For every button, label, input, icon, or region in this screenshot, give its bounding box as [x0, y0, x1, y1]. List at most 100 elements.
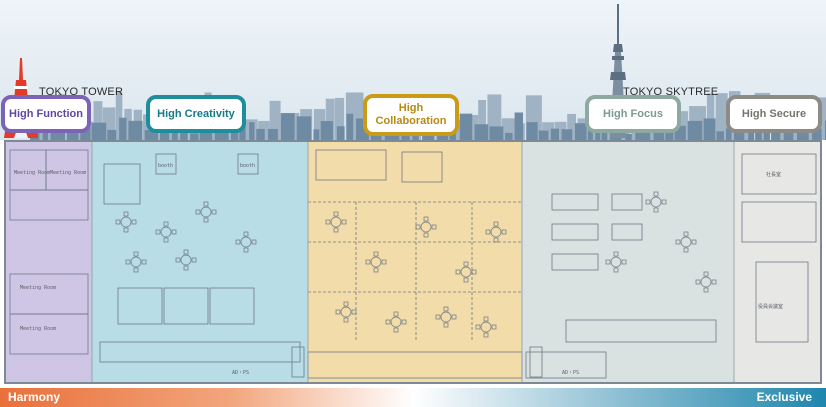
- building: [561, 129, 573, 140]
- furniture-table: [700, 276, 712, 288]
- spectrum-left-label: Harmony: [8, 390, 61, 404]
- furniture-table: [340, 306, 352, 318]
- furniture-table: [240, 236, 252, 248]
- furniture-chair: [443, 322, 449, 328]
- furniture-chair: [661, 199, 667, 205]
- building: [320, 121, 333, 140]
- label-high-collaboration: High Collaboration: [363, 94, 459, 136]
- harmony-exclusive-spectrum: Harmony Exclusive: [0, 388, 826, 407]
- furniture-chair: [613, 251, 619, 257]
- building: [214, 131, 229, 140]
- building: [706, 93, 715, 140]
- furniture-chair: [451, 314, 457, 320]
- furniture-chair: [493, 221, 499, 227]
- label-high-creativity: High Creativity: [146, 95, 246, 133]
- building: [550, 128, 559, 140]
- building: [489, 126, 504, 140]
- furniture-chair: [335, 309, 341, 315]
- furniture-chair: [475, 324, 481, 330]
- building: [256, 128, 265, 140]
- building: [93, 101, 103, 140]
- building: [538, 130, 549, 140]
- furniture-chair: [393, 327, 399, 333]
- furniture-chair: [333, 227, 339, 233]
- furniture-chair: [203, 201, 209, 207]
- shaft-label: AD・PS: [562, 370, 579, 376]
- furniture-chair: [703, 287, 709, 293]
- furniture-chair: [243, 247, 249, 253]
- furniture-chair: [243, 231, 249, 237]
- furniture-chair: [123, 211, 129, 217]
- room-label: 役員会議室: [758, 303, 783, 310]
- building: [748, 126, 755, 140]
- shaft-label: AD・PS: [232, 370, 249, 376]
- furniture-table: [420, 221, 432, 233]
- building: [269, 100, 281, 140]
- furniture-chair: [133, 251, 139, 257]
- furniture-chair: [423, 232, 429, 238]
- furniture-chair: [195, 209, 201, 215]
- room-label: Meeting Room: [20, 326, 56, 332]
- furniture-chair: [251, 239, 257, 245]
- furniture-table: [460, 266, 472, 278]
- building: [80, 127, 91, 140]
- zone-high-function: [6, 142, 92, 382]
- building: [567, 113, 576, 140]
- label-high-secure: High Secure: [726, 95, 822, 133]
- furniture-chair: [423, 216, 429, 222]
- furniture-chair: [501, 229, 507, 235]
- building: [336, 126, 345, 140]
- furniture-table: [180, 254, 192, 266]
- furniture-chair: [683, 247, 689, 253]
- room-label: 社長室: [766, 171, 781, 178]
- building: [334, 97, 345, 140]
- building: [676, 111, 689, 140]
- building: [459, 113, 473, 140]
- furniture-chair: [415, 224, 421, 230]
- furniture-chair: [343, 301, 349, 307]
- furniture-chair: [483, 332, 489, 338]
- furniture-chair: [163, 237, 169, 243]
- furniture-chair: [351, 309, 357, 315]
- furniture-chair: [653, 207, 659, 213]
- building: [574, 123, 587, 140]
- building: [703, 118, 716, 140]
- building: [325, 98, 335, 140]
- furniture-chair: [141, 259, 147, 265]
- building: [144, 130, 158, 140]
- furniture-chair: [333, 211, 339, 217]
- building: [190, 133, 199, 140]
- furniture-table: [390, 316, 402, 328]
- building: [346, 113, 354, 140]
- furniture-chair: [183, 249, 189, 255]
- furniture-chair: [343, 317, 349, 323]
- furniture-chair: [191, 257, 197, 263]
- building: [514, 112, 524, 140]
- building: [625, 133, 632, 140]
- building: [296, 116, 312, 140]
- furniture-chair: [683, 231, 689, 237]
- furniture-chair: [183, 265, 189, 271]
- floor-plan: Meeting Room Meeting Room Meeting Room M…: [4, 140, 822, 384]
- building: [313, 109, 326, 140]
- building: [725, 128, 732, 140]
- furniture-chair: [401, 319, 407, 325]
- furniture-chair: [211, 209, 217, 215]
- furniture-chair: [483, 316, 489, 322]
- furniture-chair: [385, 319, 391, 325]
- furniture-chair: [711, 279, 717, 285]
- floor-plan-linework: Meeting Room Meeting Room Meeting Room M…: [9, 142, 817, 382]
- building: [716, 131, 724, 140]
- furniture-chair: [675, 239, 681, 245]
- furniture-chair: [325, 219, 331, 225]
- furniture-chair: [613, 267, 619, 273]
- furniture-chair: [171, 229, 177, 235]
- building: [505, 132, 513, 140]
- building: [91, 122, 107, 140]
- furniture-chair: [463, 261, 469, 267]
- furniture-chair: [393, 311, 399, 317]
- furniture-chair: [493, 237, 499, 243]
- furniture-chair: [365, 259, 371, 265]
- building: [171, 130, 178, 140]
